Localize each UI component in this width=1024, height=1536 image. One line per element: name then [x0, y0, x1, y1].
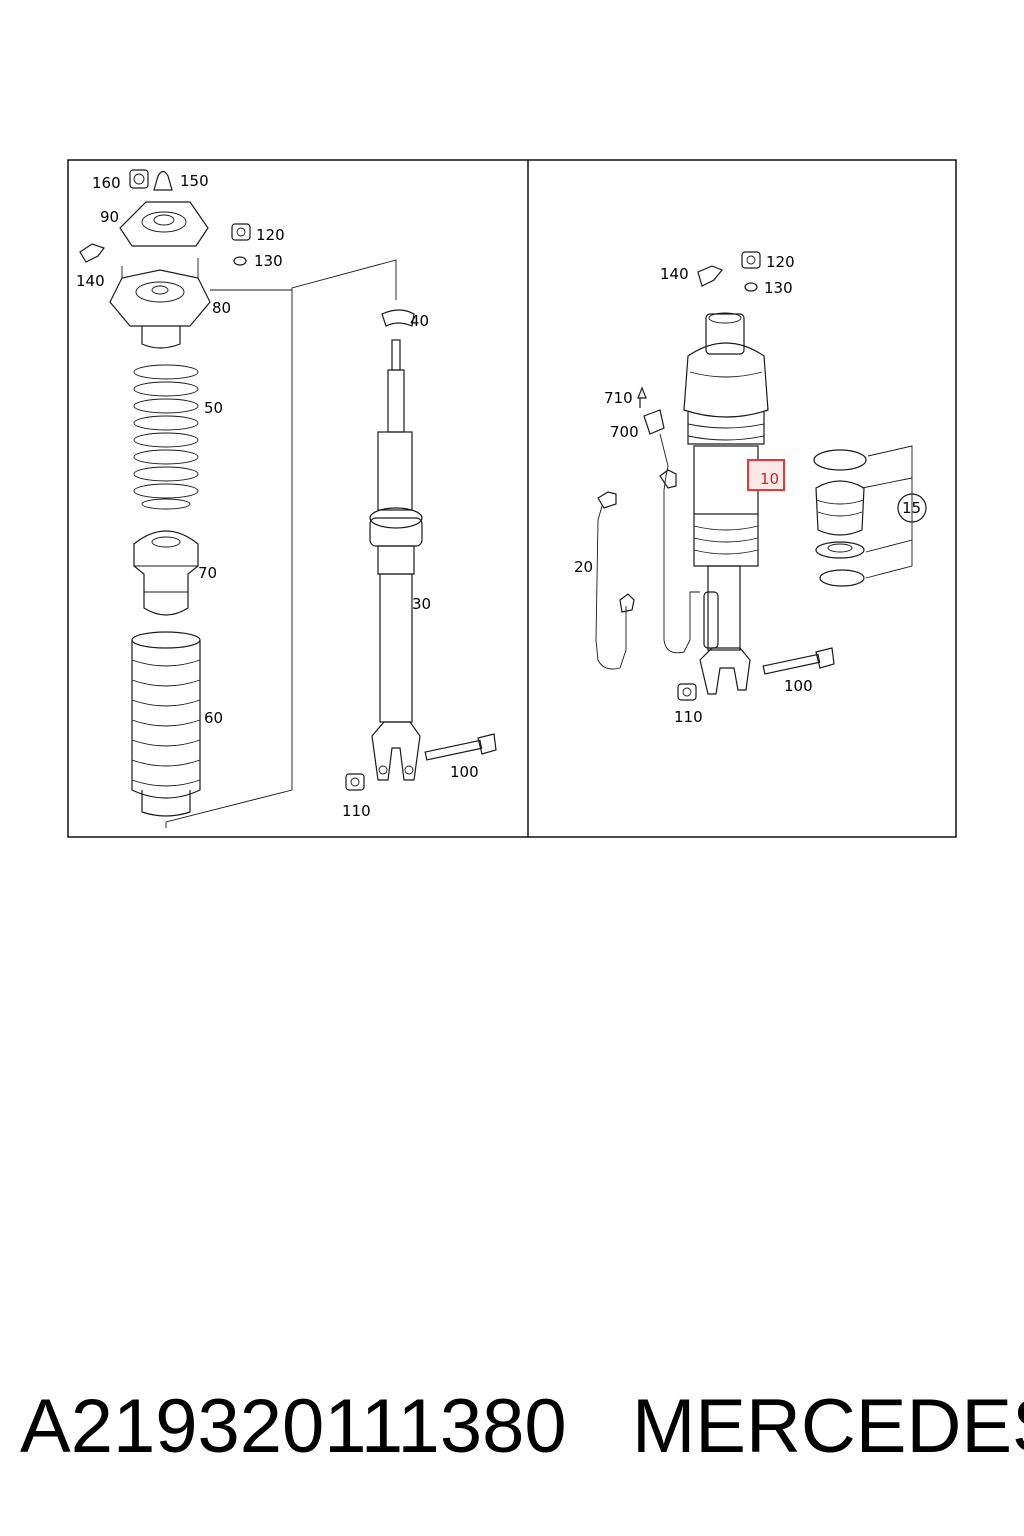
label-120-right: 120	[766, 253, 795, 271]
footer-caption: A219320111380 MERCEDES	[0, 1372, 1024, 1482]
part-110-nut-right	[677, 683, 697, 701]
parts-diagram: 160 150 90 120 130 140 80 40 50 70 30 60…	[67, 159, 957, 838]
label-20: 20	[574, 558, 593, 576]
part-80-top-mount	[109, 258, 211, 349]
part-150-cap	[153, 170, 173, 191]
label-10: 10	[760, 470, 779, 488]
label-100: 100	[450, 763, 479, 781]
sensor-cable-20	[595, 505, 627, 670]
label-120: 120	[256, 226, 285, 244]
part-15-kit	[813, 445, 927, 587]
left-panel	[79, 169, 497, 828]
label-150: 150	[180, 172, 209, 190]
callout-circle-15	[897, 493, 927, 523]
part-30-shock-absorber	[369, 339, 423, 781]
part-70-bump-stop	[133, 530, 199, 616]
part-50-coil-spring	[133, 364, 199, 510]
label-110-right: 110	[674, 708, 703, 726]
highlight-box-10	[747, 459, 785, 491]
sensor-cable-700	[659, 433, 700, 654]
label-100-right: 100	[784, 677, 813, 695]
assembly-leader-line	[165, 259, 397, 828]
part-100-bolt-right	[762, 647, 835, 675]
part-90-mount-plate	[119, 201, 209, 247]
label-140-right: 140	[660, 265, 689, 283]
right-panel	[595, 251, 927, 701]
label-700: 700	[610, 423, 639, 441]
part-120-nut-right	[741, 251, 761, 269]
label-160: 160	[92, 174, 121, 192]
label-130-right: 130	[764, 279, 793, 297]
part-130-washer-right	[744, 282, 758, 292]
label-90: 90	[100, 208, 119, 226]
part-120-nut	[231, 223, 251, 241]
label-710: 710	[604, 389, 633, 407]
label-15: 15	[902, 499, 921, 517]
part-40-clip	[381, 309, 415, 327]
part-160-nut	[129, 169, 149, 189]
label-130: 130	[254, 252, 283, 270]
label-30: 30	[412, 595, 431, 613]
label-50: 50	[204, 399, 223, 417]
part-710-plug	[637, 386, 647, 408]
part-130-washer	[233, 256, 247, 266]
part-100-bolt	[424, 733, 497, 761]
label-80: 80	[212, 299, 231, 317]
label-70: 70	[198, 564, 217, 582]
part-60-dust-boot	[131, 631, 201, 817]
brand-name: MERCEDES	[632, 1384, 1024, 1469]
callout-labels: 160 150 90 120 130 140 80 40 50 70 30 60…	[76, 172, 921, 820]
part-number: A219320111380	[20, 1384, 567, 1469]
part-110-nut	[345, 773, 365, 791]
part-140-bracket	[79, 243, 105, 263]
part-10-air-strut	[683, 312, 769, 695]
label-140: 140	[76, 272, 105, 290]
label-40: 40	[410, 312, 429, 330]
part-140-bracket-right	[697, 265, 723, 287]
part-700-connector	[643, 409, 665, 435]
label-110: 110	[342, 802, 371, 820]
label-60: 60	[204, 709, 223, 727]
diagram-frame	[67, 159, 957, 838]
